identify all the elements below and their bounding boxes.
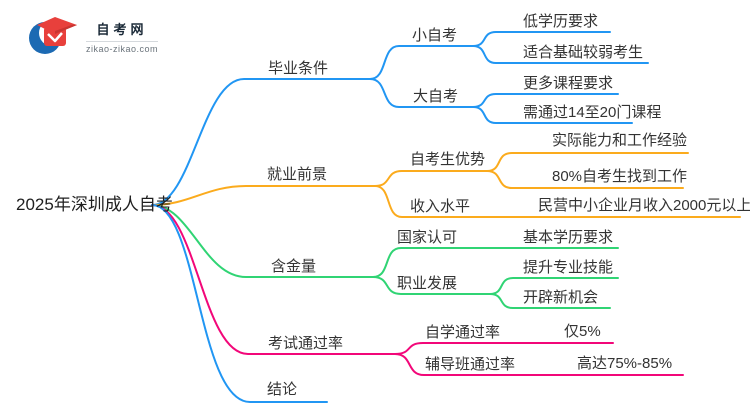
edge <box>394 342 614 355</box>
edge <box>486 152 689 172</box>
logo-site-name: 自考网 <box>96 21 148 37</box>
branch-graduation-requirements: 毕业条件 <box>268 60 329 77</box>
edge <box>486 170 684 189</box>
logo-divider <box>86 40 159 42</box>
site-logo: 自考网 zikao-zikao.com <box>28 14 159 58</box>
leaf-private-sme-monthly-income: 民营中小企业月收入2000元以上 <box>538 197 750 214</box>
leaf-pass-14-20-courses: 需通过14至20门课程 <box>523 104 662 121</box>
node-self-study-pass-rate: 自学通过率 <box>425 324 501 341</box>
node-big-self-exam: 大自考 <box>413 88 459 105</box>
edge <box>151 185 376 206</box>
branch-employment-prospects: 就业前景 <box>267 166 328 183</box>
logo-site-url: zikao-zikao.com <box>86 43 159 54</box>
edge <box>151 78 371 206</box>
leaf-75-to-85-percent: 高达75%-85% <box>577 355 673 372</box>
logo-text: 自考网 zikao-zikao.com <box>86 19 159 54</box>
branch-lines-exam-pass-rate <box>151 204 684 376</box>
leaf-low-education-requirement: 低学历要求 <box>523 13 599 30</box>
branch-lines-employment-prospects <box>151 152 741 218</box>
branch-lines-credential-value <box>151 204 619 309</box>
leaf-basic-education-requirement: 基本学历要求 <box>523 229 614 246</box>
edge <box>394 353 684 376</box>
leaf-80-percent-find-jobs: 80%自考生找到工作 <box>552 168 688 185</box>
edge <box>489 293 611 309</box>
leaf-open-new-opportunities: 开辟新机会 <box>523 289 599 306</box>
leaf-suitable-weak-foundation: 适合基础较弱考生 <box>523 44 644 61</box>
node-national-recognition: 国家认可 <box>397 229 458 246</box>
leaf-only-5-percent: 仅5% <box>564 323 601 340</box>
edge <box>151 204 396 355</box>
leaf-improve-professional-skills: 提升专业技能 <box>523 259 614 276</box>
branch-exam-pass-rate: 考试通过率 <box>268 335 344 352</box>
edge <box>151 204 328 403</box>
branch-conclusion: 结论 <box>267 381 298 398</box>
edge <box>369 45 474 80</box>
edge <box>472 106 633 124</box>
leaf-practical-ability-experience: 实际能力和工作经验 <box>552 132 688 149</box>
edge <box>369 78 474 108</box>
node-income-level: 收入水平 <box>410 198 471 215</box>
edge <box>372 276 491 295</box>
leaf-more-course-requirements: 更多课程要求 <box>523 75 614 92</box>
node-tutoring-class-pass-rate: 辅导班通过率 <box>425 356 516 373</box>
node-self-exam-advantages: 自考生优势 <box>410 151 486 168</box>
branch-lines-graduation-requirements <box>151 31 649 206</box>
node-small-self-exam: 小自考 <box>412 27 458 44</box>
node-career-development: 职业发展 <box>397 275 458 292</box>
edge <box>472 45 649 64</box>
branch-lines-conclusion <box>151 204 328 403</box>
graduation-cap-icon <box>29 17 77 54</box>
branch-credential-value: 含金量 <box>271 258 317 275</box>
edge <box>374 170 488 187</box>
edge <box>372 247 619 278</box>
root-topic: 2025年深圳成人自考 <box>16 195 173 214</box>
edge <box>374 185 741 218</box>
edge <box>151 204 374 278</box>
